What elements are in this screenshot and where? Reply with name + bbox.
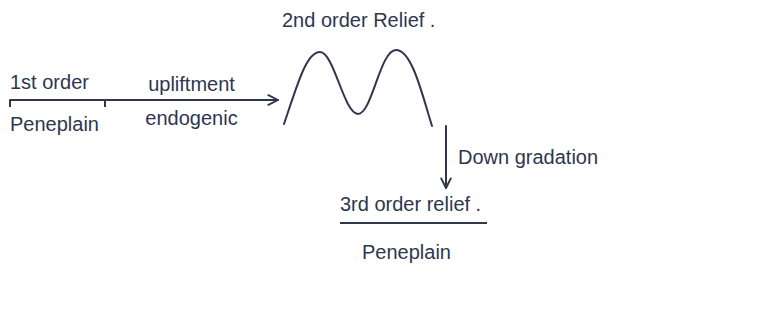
relief-curve	[284, 50, 432, 126]
note-group: 3rd order relief . Peneplain	[340, 192, 488, 264]
note-group: 1st orderPeneplain	[10, 70, 99, 136]
note-text: 2nd order Relief .	[282, 8, 435, 32]
arrow-label: upliftment	[148, 72, 235, 96]
note-text: Peneplain	[362, 240, 451, 264]
note-text: 1st order	[10, 70, 89, 94]
process-arrow	[105, 99, 278, 101]
note-text: Peneplain	[10, 112, 99, 136]
process-note: endogenic	[145, 106, 237, 130]
note-group: 2nd order Relief .	[282, 8, 452, 122]
arrow-label: Down gradation	[458, 145, 598, 169]
note-text: 3rd order relief .	[340, 192, 487, 224]
peneplain-bracket	[10, 100, 105, 107]
process-arrow	[445, 126, 447, 188]
